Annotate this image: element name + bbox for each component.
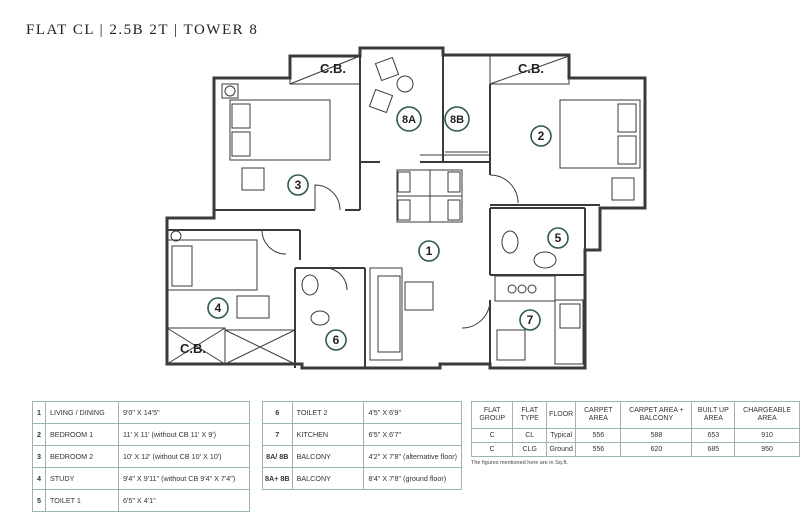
area-cell: 556 (575, 428, 622, 443)
room-size: 6'5" X 6'7" (363, 423, 462, 446)
room-size: 4'5" X 6'9" (363, 401, 462, 424)
room-size: 4'2" X 7'8" (alternative floor) (363, 445, 462, 468)
cb-label-top-right: C.B. (518, 61, 544, 76)
area-header: CARPET AREA + BALCONY (620, 401, 693, 429)
area-note: The figures mentioned here are in Sq.ft. (471, 460, 568, 466)
room-size: 6'5" X 4'1" (118, 489, 250, 512)
page-title: FLAT CL | 2.5B 2T | TOWER 8 (26, 22, 259, 38)
room-number-4: 4 (215, 301, 222, 315)
room-name: LIVING / DINING (45, 401, 119, 424)
area-cell: Ground (546, 442, 577, 457)
room-number-5: 5 (555, 231, 562, 245)
room-number: 8A+ 8B (262, 467, 293, 490)
room-name: BEDROOM 2 (45, 445, 119, 468)
room-size: 9'4" X 9'11" (without CB 9'4" X 7'4") (118, 467, 250, 490)
room-size: 11' X 11' (without CB 11' X 9') (118, 423, 250, 446)
area-cell: 556 (575, 442, 622, 457)
area-header: FLAT TYPE (512, 401, 548, 429)
room-name: BALCONY (291, 445, 365, 468)
room-number: 5 (32, 489, 46, 512)
room-name: STUDY (45, 467, 119, 490)
room-number: 8A/ 8B (262, 445, 293, 468)
room-name: BEDROOM 1 (45, 423, 119, 446)
room-number: 1 (32, 401, 46, 424)
area-cell: C (470, 428, 514, 443)
room-number: 4 (32, 467, 46, 490)
room-number: 6 (262, 401, 293, 424)
area-cell: C (470, 442, 514, 457)
area-cell: 685 (691, 442, 736, 457)
area-cell: CL (512, 428, 548, 443)
area-cell: Typical (546, 428, 577, 443)
room-number-3: 3 (295, 178, 302, 192)
sofa (369, 267, 403, 361)
cb-top-right (489, 55, 570, 85)
room-number-8a: 8A (402, 114, 416, 126)
room-name: KITCHEN (291, 423, 365, 446)
floor-plan: C.B. C.B. C.B. 1 2 3 4 5 6 7 8A 8B (165, 46, 647, 370)
area-cell: 653 (691, 428, 736, 443)
room-number-6: 6 (333, 333, 340, 347)
room-number: 3 (32, 445, 46, 468)
area-header: CHARGEABLE AREA (734, 401, 800, 429)
area-cell: CLG (512, 442, 548, 457)
room-number-2: 2 (538, 129, 545, 143)
room-number-7: 7 (527, 313, 534, 327)
cb-label-top-left: C.B. (320, 61, 346, 76)
room-size: 10' X 12' (without CB 10' X 10') (118, 445, 250, 468)
area-cell: 588 (620, 428, 693, 443)
room-name: BALCONY (291, 467, 365, 490)
area-header: CARPET AREA (575, 401, 622, 429)
cb-label-bottom: C.B. (180, 341, 206, 356)
room-number: 2 (32, 423, 46, 446)
area-header: FLOOR (546, 401, 577, 429)
area-cell: 910 (734, 428, 800, 443)
room-size: 8'4" X 7'8" (ground floor) (363, 467, 462, 490)
room-number-1: 1 (426, 244, 433, 258)
room-name: TOILET 1 (45, 489, 119, 512)
area-cell: 950 (734, 442, 800, 457)
area-header: BUILT UP AREA (691, 401, 736, 429)
room-name: TOILET 2 (291, 401, 365, 424)
room-size: 9'0" X 14'5" (118, 401, 250, 424)
area-header: FLAT GROUP (470, 401, 514, 429)
room-number-8b: 8B (450, 114, 464, 126)
room-number: 7 (262, 423, 293, 446)
area-cell: 620 (620, 442, 693, 457)
